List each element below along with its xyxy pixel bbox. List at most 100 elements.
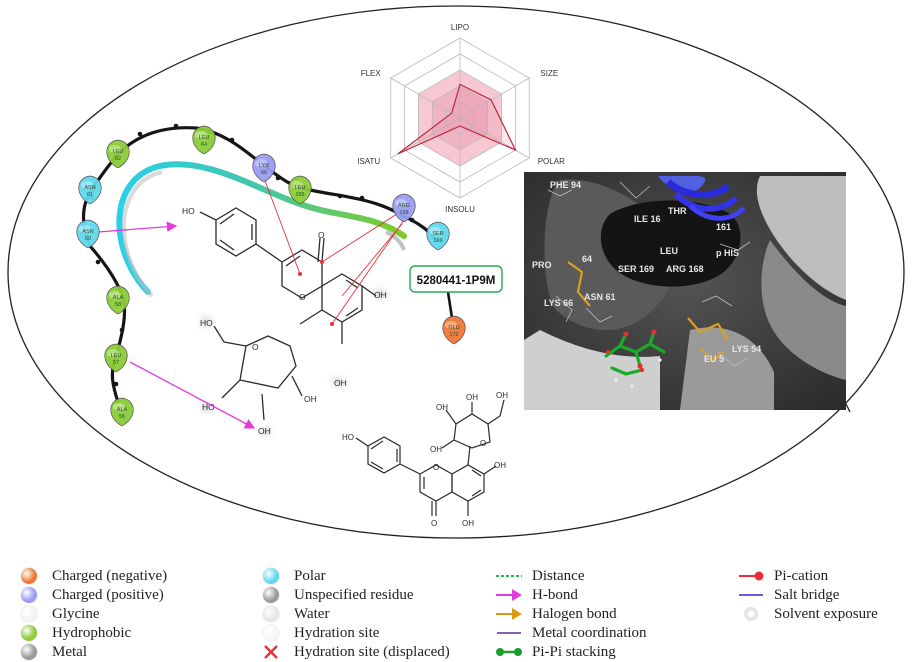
residue-name: LYS [259, 163, 269, 169]
legend-item-glycine: Glycine [14, 604, 99, 624]
legend-label: H-bond [532, 586, 578, 603]
legend-label: Hydrophobic [52, 624, 132, 641]
residue-name: ALA [117, 407, 128, 413]
atom2d-oh-a1: OH [494, 461, 506, 470]
legend-label: Distance [532, 567, 585, 584]
label-3d: ASN 61 [584, 292, 616, 302]
ligand-interaction-structure [199, 207, 377, 421]
radar-profile [397, 83, 517, 155]
residue-markers: LEU62LEU64LYS66LEU165ARG168SER169ASN61AS… [76, 125, 466, 427]
legend-label: Charged (negative) [52, 567, 168, 584]
legend-item-pi-pi-stacking: Pi-Pi stacking [494, 642, 616, 662]
legend-item-pi-cation: Pi-cation [736, 566, 828, 586]
atom-oh-s2: HO [202, 402, 215, 412]
label-3d: EU 5 [704, 354, 724, 364]
atom-o-ring: O [299, 292, 306, 302]
label-3d: PRO [532, 260, 552, 270]
legend-item-unspecified-residue: Unspecified residue [256, 585, 414, 605]
legend-item-salt-bridge: Salt bridge [736, 585, 839, 605]
legend-label: Unspecified residue [294, 586, 414, 603]
legend-item-polar: Polar [256, 566, 326, 586]
legend-swatch [256, 566, 286, 586]
atom-oh-phenol: HO [182, 206, 195, 216]
legend-swatch [736, 566, 766, 586]
residue-number: 169 [433, 238, 442, 244]
legend-label: Hydration site [294, 624, 380, 641]
residue-number: 60 [85, 236, 91, 242]
legend-swatch [736, 585, 766, 605]
residue-name: ALA [113, 295, 124, 301]
radar-axis-label-isatu: ISATU [357, 157, 380, 166]
ligand-id: 5280441-1P9M [417, 275, 496, 287]
residue-number: 58 [115, 302, 121, 308]
radar-axis-label-insolu: INSOLU [445, 205, 475, 214]
legend-swatch [14, 642, 44, 662]
atom-o-carbonyl: O [318, 230, 325, 240]
residue-name: LEU [199, 135, 210, 141]
legend-swatch [494, 566, 524, 586]
legend-label: Pi-cation [774, 567, 829, 584]
legend-label: Metal coordination [532, 624, 647, 641]
structure-3d-panel [524, 172, 846, 410]
residue-name: LEU [111, 353, 122, 359]
radar-axis-label-polar: POLAR [538, 157, 565, 166]
pication-lys66 [263, 177, 301, 275]
ligand-id-box[interactable] [409, 265, 503, 293]
legend-swatch [494, 642, 524, 662]
legend-item-halogen-bond: Halogen bond [494, 604, 617, 624]
legend-label: Polar [294, 567, 326, 584]
atom2d-oh-s4: OH [430, 445, 442, 454]
residue-name: LEU [113, 149, 124, 155]
legend-swatch [14, 585, 44, 605]
atom-oh-s3: OH [258, 426, 271, 436]
atom2d-oh-a2: OH [462, 519, 474, 528]
label-3d: 64 [582, 254, 592, 264]
legend-swatch [494, 585, 524, 605]
label-3d: 161 [716, 222, 731, 232]
residue-number: 66 [261, 170, 267, 176]
legend-label: Salt bridge [774, 586, 840, 603]
legend-label: Charged (positive) [52, 586, 164, 603]
label-3d: LEU [660, 246, 678, 256]
atom2d-ho-phenol: HO [342, 433, 354, 442]
atom-oh-s1: HO [200, 318, 213, 328]
residue-name: ASN [84, 185, 95, 191]
legend-swatch [256, 604, 286, 624]
atom-oh-s4: OH [304, 394, 317, 404]
frame-ellipse [7, 5, 905, 539]
radar-axis-label-flex: FLEX [361, 69, 382, 78]
pocket-shadow [122, 170, 163, 298]
label-3d: LYS 66 [544, 298, 573, 308]
legend-item-h-bond: H-bond [494, 585, 578, 605]
residue-number: 168 [399, 210, 408, 216]
residue-number: 64 [201, 142, 207, 148]
legend-swatch [736, 604, 766, 624]
pocket-shadow-right [385, 230, 406, 251]
legend-item-distance: Distance [494, 566, 584, 586]
legend-item-charged-negative-: Charged (negative) [14, 566, 167, 586]
atom-oh-a2: OH [334, 378, 347, 388]
atom2d-oh-s2: OH [466, 393, 478, 402]
atom2d-oh-s1: OH [436, 403, 448, 412]
residue-name: LEU [295, 185, 306, 191]
label-3d: p HIS [716, 248, 739, 258]
legend-item-water: Water [256, 604, 329, 624]
label-3d: SER 169 [618, 264, 654, 274]
atom2d-o-ring: O [433, 463, 439, 472]
residue-name: ARG [398, 203, 410, 209]
residue-name: SER [432, 231, 443, 237]
legend-label: Water [294, 605, 330, 622]
